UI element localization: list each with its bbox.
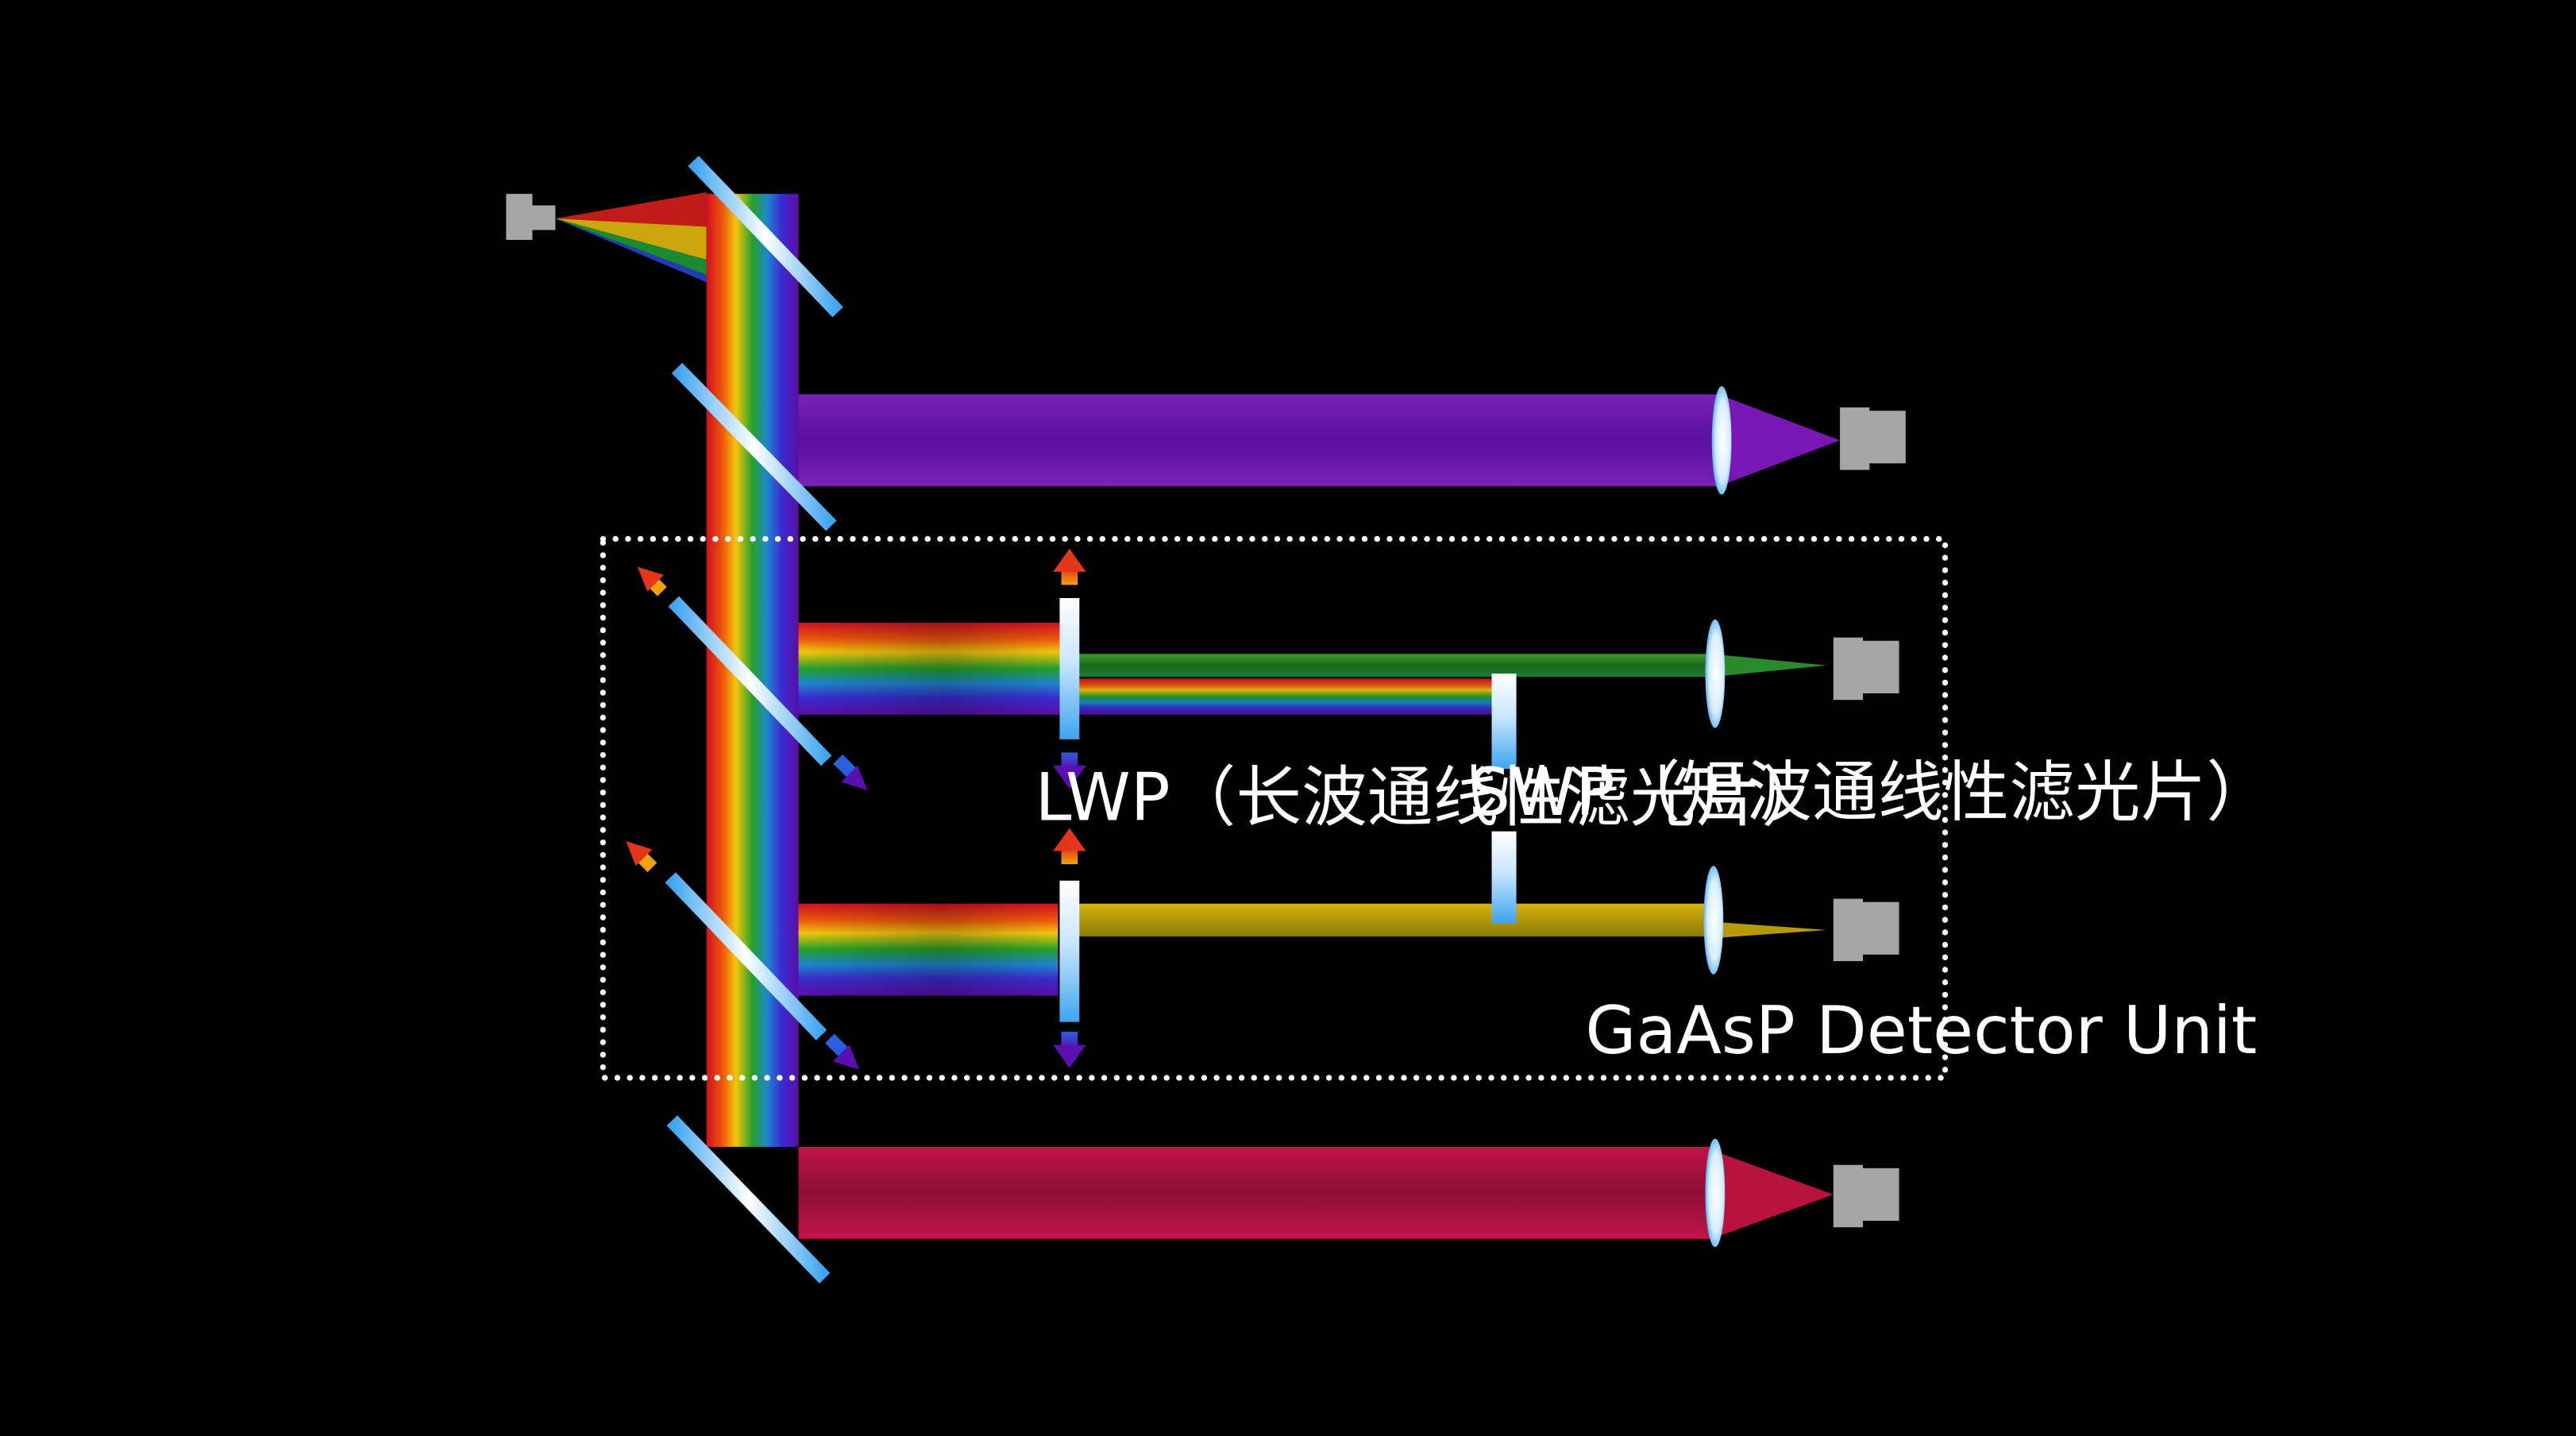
yellow-focus-cone [1711,921,1827,939]
lwp-filter-upper [1059,597,1080,739]
upper-residual-beam [1078,678,1495,715]
dichroic-mirror-icon [665,156,843,1284]
gaasp-detector-unit-box [600,535,1949,1081]
violet-focus-cone [1718,394,1841,487]
swp-label: SWP（短波通线性滤光片） [1469,754,2273,831]
detector-unit-label: GaAsP Detector Unit [1585,992,2257,1069]
source-light-fan [555,192,723,290]
lens-icon [1703,386,1732,1248]
red-focus-cone [1711,1150,1834,1239]
lwp-label: LWP（长波通线性滤光片） [1035,759,1827,836]
green-beam [1078,654,1712,677]
arrow-icon [626,548,1086,1070]
lower-rainbow-beam-fade [798,903,1059,996]
swp-filter-lower [1491,831,1517,924]
violet-beam [798,394,1718,487]
camera-detector-icon [506,194,1906,1228]
yellow-beam [1078,903,1712,937]
green-focus-cone [1711,654,1827,677]
red-beam [798,1146,1712,1239]
lwp-filter-lower [1059,880,1080,1022]
upper-rainbow-beam-fade [798,623,1062,715]
swp-filter-upper [1491,674,1517,770]
